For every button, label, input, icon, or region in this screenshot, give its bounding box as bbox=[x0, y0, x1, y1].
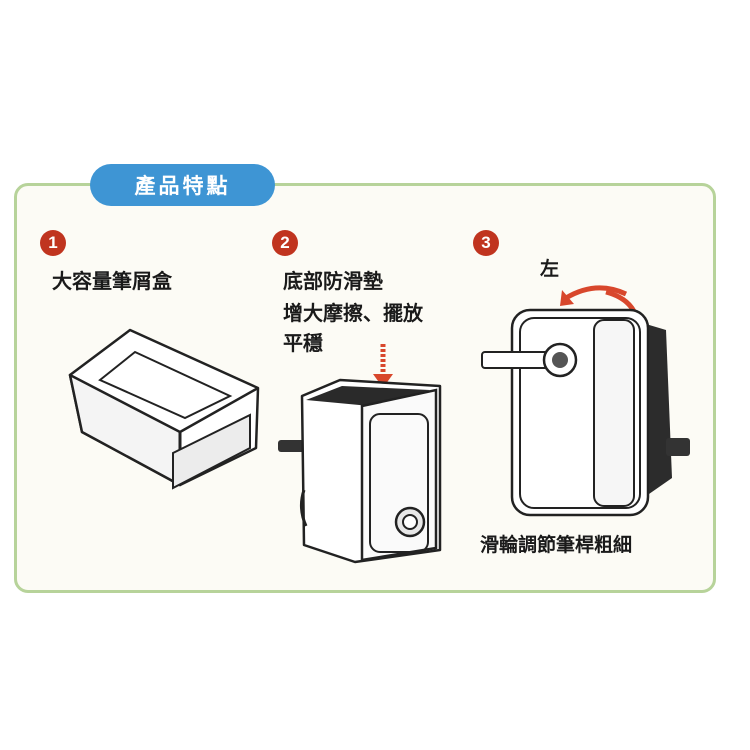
section-title-pill: 產品特點 bbox=[90, 164, 275, 206]
feature-3-caption: 滑輪調節筆桿粗細 bbox=[480, 534, 633, 556]
feature-2-desc-line2: 平穩 bbox=[283, 331, 323, 355]
feature-3-number-badge: 3 bbox=[473, 230, 499, 256]
shavings-box-icon bbox=[68, 328, 260, 490]
feature-2-desc-line1: 增大摩擦、擺放 bbox=[283, 301, 423, 325]
feature-1-title: 大容量筆屑盒 bbox=[52, 269, 172, 293]
pressure-arrow-icon bbox=[373, 344, 393, 388]
sharpener-side-icon bbox=[481, 285, 690, 517]
direction-left-label: 左 bbox=[540, 258, 560, 280]
feature-2-title: 底部防滑墊 bbox=[283, 269, 383, 293]
feature-1-number-badge: 1 bbox=[40, 230, 66, 256]
feature-2-number-badge: 2 bbox=[272, 230, 298, 256]
sharpener-front-icon bbox=[278, 344, 442, 564]
